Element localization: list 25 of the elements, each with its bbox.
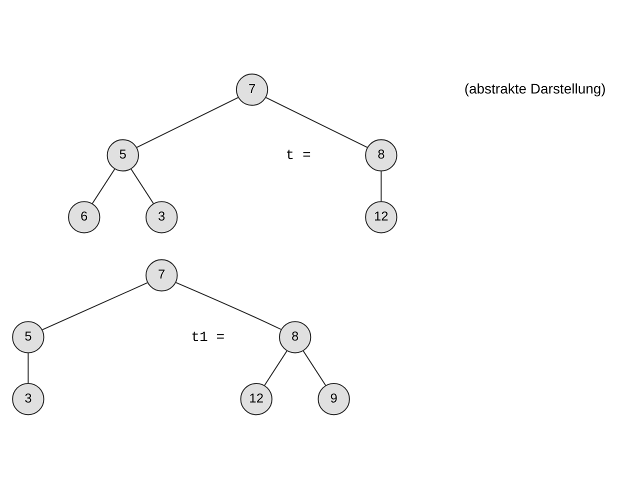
- node-circle: 5: [106, 139, 140, 172]
- label: t =: [286, 148, 311, 164]
- node-circle: 3: [12, 382, 44, 416]
- label: t1 =: [191, 330, 225, 346]
- connector: [176, 282, 282, 330]
- connector: [130, 168, 154, 204]
- node-circle: 8: [365, 139, 398, 172]
- connector: [266, 97, 368, 148]
- node-circle: 7: [146, 259, 178, 292]
- connector: [302, 350, 326, 386]
- node-circle: 12: [240, 382, 272, 416]
- connector: [92, 168, 116, 204]
- node-circle: 7: [236, 74, 268, 106]
- node-circle: 12: [365, 201, 398, 234]
- connector: [264, 350, 288, 386]
- node-circle: 9: [318, 382, 350, 416]
- node-circle: 8: [278, 321, 312, 354]
- node-circle: 5: [12, 321, 44, 354]
- node-circle: 3: [146, 201, 178, 234]
- connector: [136, 97, 238, 148]
- connector: [28, 353, 29, 384]
- connector: [380, 171, 382, 202]
- node-circle: 6: [68, 201, 100, 234]
- connector: [42, 282, 148, 330]
- label: (abstrakte Darstellung): [464, 80, 606, 96]
